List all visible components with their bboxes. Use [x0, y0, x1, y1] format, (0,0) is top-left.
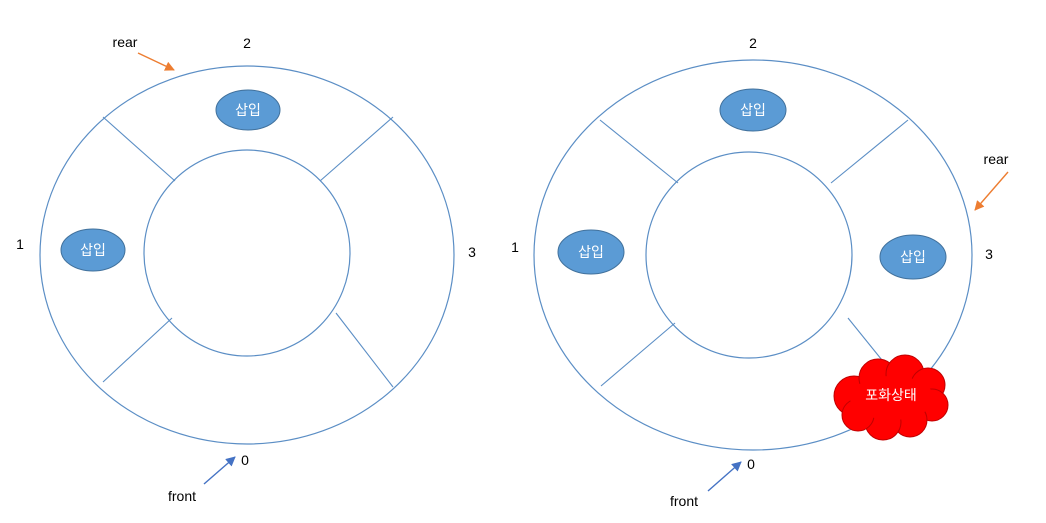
outer-ring [39, 65, 455, 445]
index-label-3: 3 [985, 246, 993, 262]
index-label-1: 1 [16, 236, 24, 252]
insert-badge-label: 삽입 [578, 245, 604, 261]
front-arrow-icon [203, 456, 236, 485]
divider-line [600, 322, 676, 387]
rear-label: rear [113, 34, 138, 50]
rear-arrow-icon [137, 52, 175, 71]
index-label-2: 2 [749, 35, 757, 51]
inner-ring [645, 151, 853, 359]
insert-badge: 삽입 [719, 88, 787, 132]
insert-badge: 삽입 [215, 89, 281, 131]
outer-ring [533, 59, 973, 451]
divider-line [102, 116, 176, 182]
right-queue-diagram: 2 1 3 0 rear front 삽입 삽입 삽입 [511, 35, 1009, 509]
insert-badge-label: 삽입 [900, 250, 926, 266]
divider-line [335, 312, 394, 388]
rear-label: rear [984, 151, 1009, 167]
index-label-0: 0 [747, 456, 755, 472]
index-label-0: 0 [241, 452, 249, 468]
rear-arrow-icon [974, 171, 1009, 211]
index-label-3: 3 [468, 244, 476, 260]
divider-line [319, 116, 394, 182]
insert-badge: 삽입 [879, 234, 947, 280]
insert-badge-label: 삽입 [740, 103, 766, 119]
front-arrow-icon [707, 461, 742, 492]
front-label: front [670, 493, 698, 509]
divider-line [599, 119, 679, 184]
insert-badge: 삽입 [60, 228, 126, 272]
left-queue-diagram: 2 1 3 0 rear front 삽입 삽입 [16, 34, 476, 504]
full-state-label: 포화상태 [865, 388, 917, 404]
index-label-2: 2 [243, 35, 251, 51]
divider-line [102, 317, 173, 383]
insert-badge-label: 삽입 [80, 243, 106, 259]
index-label-1: 1 [511, 239, 519, 255]
insert-badge-label: 삽입 [235, 103, 261, 119]
front-label: front [168, 488, 196, 504]
inner-ring [143, 149, 351, 357]
divider-line [830, 119, 909, 184]
full-state-cloud-icon: 포화상태 [833, 354, 949, 441]
insert-badge: 삽입 [557, 229, 625, 275]
